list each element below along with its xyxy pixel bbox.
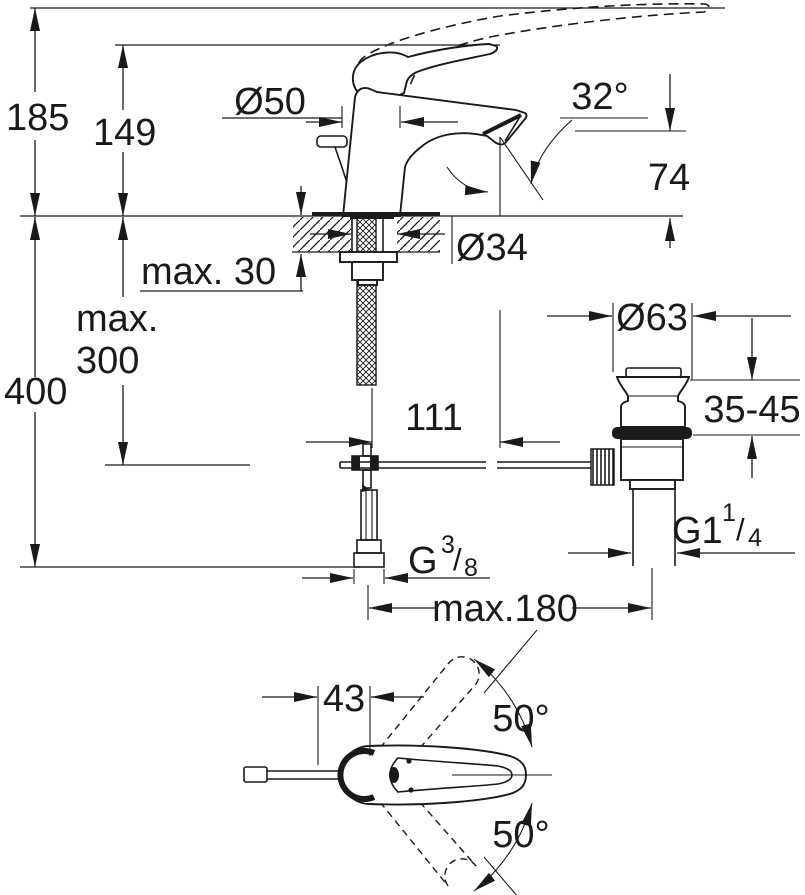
dim-label-35-45: 35-45 [703, 389, 800, 431]
pop-up-waste-assembly [590, 367, 692, 566]
dim-swivel-lower: 50° [473, 802, 550, 895]
dim-label-50deg-lower: 50° [492, 814, 549, 856]
side-view: 185 149 400 max. 300 Ø50 32° [4, 3, 801, 630]
dim-supply-thread: G 3 / 8 [302, 531, 490, 584]
horseshoe-washer [339, 251, 398, 263]
dim-label-max: max. [76, 298, 158, 340]
dim-spout-angle: 32° [571, 76, 628, 118]
dim-label-300: 300 [76, 340, 139, 382]
dim-spout-height: 74 [648, 74, 690, 248]
dim-label-43: 43 [323, 678, 365, 720]
dim-label-g38-base: G [408, 540, 438, 582]
dim-hole-diameter: Ø34 [310, 216, 528, 269]
dim-label-149: 149 [93, 112, 156, 154]
dim-label-50deg-upper: 50° [492, 698, 549, 740]
handle-dot-bottom [408, 787, 414, 793]
dim-spout-reach: 111 [306, 310, 560, 448]
dim-label-g114-slash: / [736, 512, 745, 547]
dim-center-distance: max.180 [367, 568, 653, 630]
dim-waste-thread: G1 1 / 4 [568, 499, 795, 558]
dim-label-d63: Ø63 [616, 297, 688, 339]
dim-label-32deg: 32° [571, 76, 628, 118]
dim-label-max30: max. 30 [141, 251, 276, 293]
waste-collar [629, 479, 676, 490]
aerator-edge-bold [482, 113, 522, 136]
dim-deck-thickness: max. 30 [140, 186, 306, 293]
knurled-knob [590, 448, 615, 486]
faucet-body-outline [341, 87, 528, 217]
dim-waste-deck-range: 35-45 [690, 318, 801, 478]
dim-swivel-upper: 50° [473, 629, 550, 748]
dim-label-111: 111 [405, 397, 463, 439]
dim-hose-depth: max. 300 [76, 217, 158, 465]
dim-install-depth: 400 [4, 217, 67, 567]
mounting-nut-collar [357, 279, 378, 286]
dim-label-g38-slash: / [453, 542, 462, 577]
dim-label-185: 185 [6, 97, 69, 139]
dim-plan-offset: 43 [262, 678, 424, 765]
dim-overall-height: 185 [6, 8, 69, 216]
waste-gasket [612, 427, 692, 439]
flow-direction-arc [446, 166, 489, 196]
plan-view: 43 50° 50° [243, 629, 552, 895]
pull-rod-knob [316, 135, 348, 148]
cartridge-crescent-bold [337, 748, 376, 802]
pull-rod-plan [243, 766, 339, 783]
mounting-nut [351, 261, 384, 281]
dim-label-g114-num: 1 [722, 499, 736, 527]
dim-label-74: 74 [648, 157, 690, 199]
dim-body-diameter: Ø50 [222, 81, 458, 128]
dim-label-g38-den: 8 [464, 554, 478, 582]
dim-label-max180: max.180 [432, 588, 578, 630]
dim-waste-flange-diameter: Ø63 [547, 297, 791, 380]
dim-label-d50: Ø50 [234, 81, 306, 123]
spout-angle-geometry [446, 117, 686, 216]
dim-label-g114-den: 4 [748, 524, 762, 552]
pop-up-rod [339, 443, 591, 489]
lever-raised-dashed-outline [356, 3, 710, 91]
lever-handle-outline [351, 43, 499, 100]
handle-dot-top [406, 758, 412, 764]
supply-hose-braided [356, 217, 377, 386]
spout-end-face [504, 114, 522, 142]
waste-body [620, 438, 684, 481]
dim-label-d34: Ø34 [456, 227, 528, 269]
dim-label-400: 400 [4, 371, 67, 413]
cartridge-mark [389, 767, 399, 783]
dim-lever-height: 149 [93, 45, 156, 216]
dim-label-g114-base: G1 [672, 510, 723, 552]
dim-label-g38-num: 3 [441, 531, 455, 559]
supply-hose-end [353, 484, 385, 568]
